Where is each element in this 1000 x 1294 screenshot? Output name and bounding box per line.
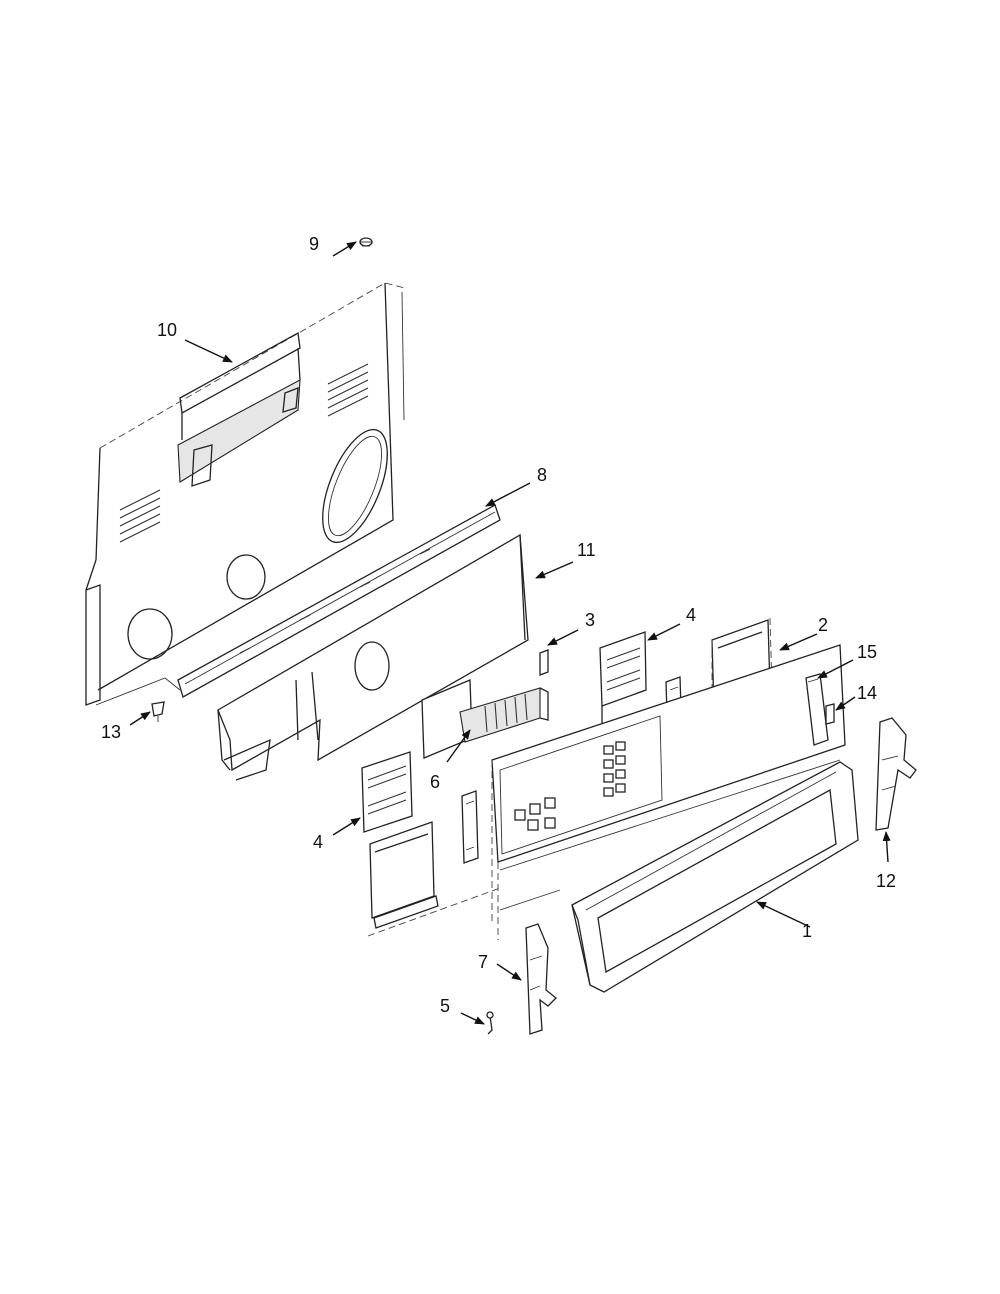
callout-8: 8 — [537, 465, 548, 485]
callout-7: 7 — [478, 952, 489, 972]
control-board — [421, 679, 549, 759]
callout-13: 13 — [101, 722, 122, 742]
rear-console-panel — [85, 282, 406, 706]
control-panel-front — [491, 644, 846, 940]
screw-left — [151, 701, 165, 722]
callout-2: 2 — [818, 615, 829, 635]
leader-arrows — [129, 241, 891, 1025]
callout-10: 10 — [157, 320, 178, 340]
top-trim-strip — [177, 504, 501, 698]
callout-12: 12 — [876, 871, 897, 891]
callout-5: 5 — [440, 996, 451, 1016]
small-screw — [486, 1011, 494, 1035]
right-end-cap — [875, 717, 917, 831]
switch-lower — [361, 751, 413, 833]
trim-frame — [571, 761, 859, 993]
callout-9: 9 — [309, 234, 320, 254]
clip-small — [539, 649, 549, 676]
right-clip — [805, 673, 829, 746]
switch-bracket-left — [367, 821, 501, 937]
callout-15: 15 — [857, 642, 878, 662]
callout-1: 1 — [802, 921, 813, 941]
callout-4-upper: 4 — [686, 605, 697, 625]
callout-4-lower: 4 — [313, 832, 324, 852]
mounting-post-lower — [461, 790, 479, 864]
screw-top — [359, 237, 373, 247]
right-screw — [825, 703, 835, 725]
callout-14: 14 — [857, 683, 878, 703]
callout-11: 11 — [577, 540, 596, 560]
callout-6: 6 — [430, 772, 441, 792]
callout-3: 3 — [585, 610, 596, 630]
console-bracket — [217, 533, 529, 781]
left-end-cap — [525, 923, 557, 1035]
switch-upper — [599, 631, 647, 724]
